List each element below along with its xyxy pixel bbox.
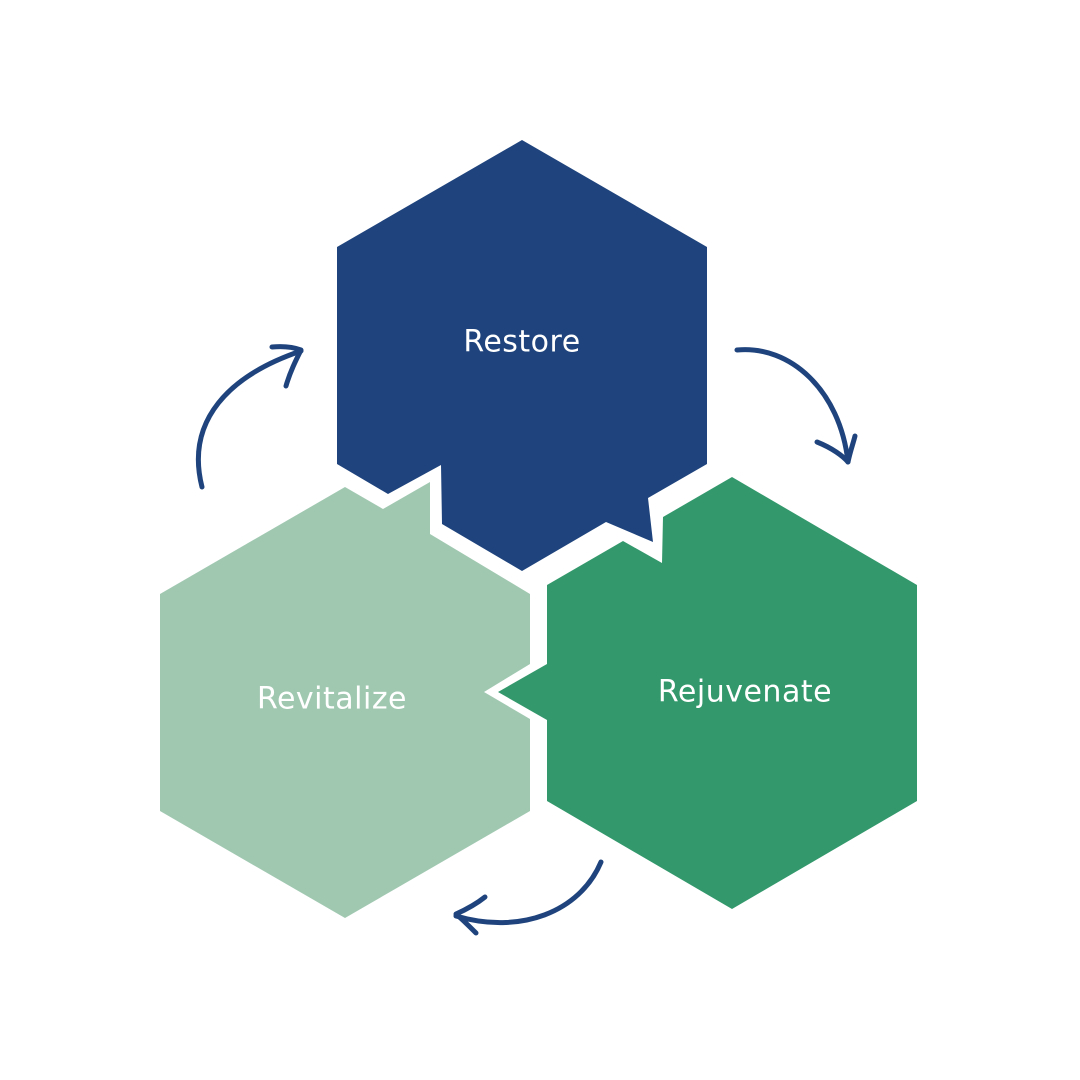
hexagon-revitalize-label: Revitalize <box>257 682 407 717</box>
arrow-revitalize-to-restore <box>195 344 304 490</box>
hexagon-restore-group: Restore <box>337 140 707 571</box>
hexagon-rejuvenate-group: Rejuvenate <box>498 477 917 909</box>
arrow-restore-to-rejuvenate <box>734 347 858 465</box>
hexagon-rejuvenate-label: Rejuvenate <box>658 675 832 710</box>
arrow-rejuvenate-to-revitalize <box>453 859 604 936</box>
hexagon-restore <box>337 140 707 571</box>
hexagon-revitalize <box>160 482 530 918</box>
hexagon-rejuvenate <box>498 477 917 909</box>
hexagon-restore-label: Restore <box>463 325 580 360</box>
hexagon-revitalize-group: Revitalize <box>160 482 530 918</box>
